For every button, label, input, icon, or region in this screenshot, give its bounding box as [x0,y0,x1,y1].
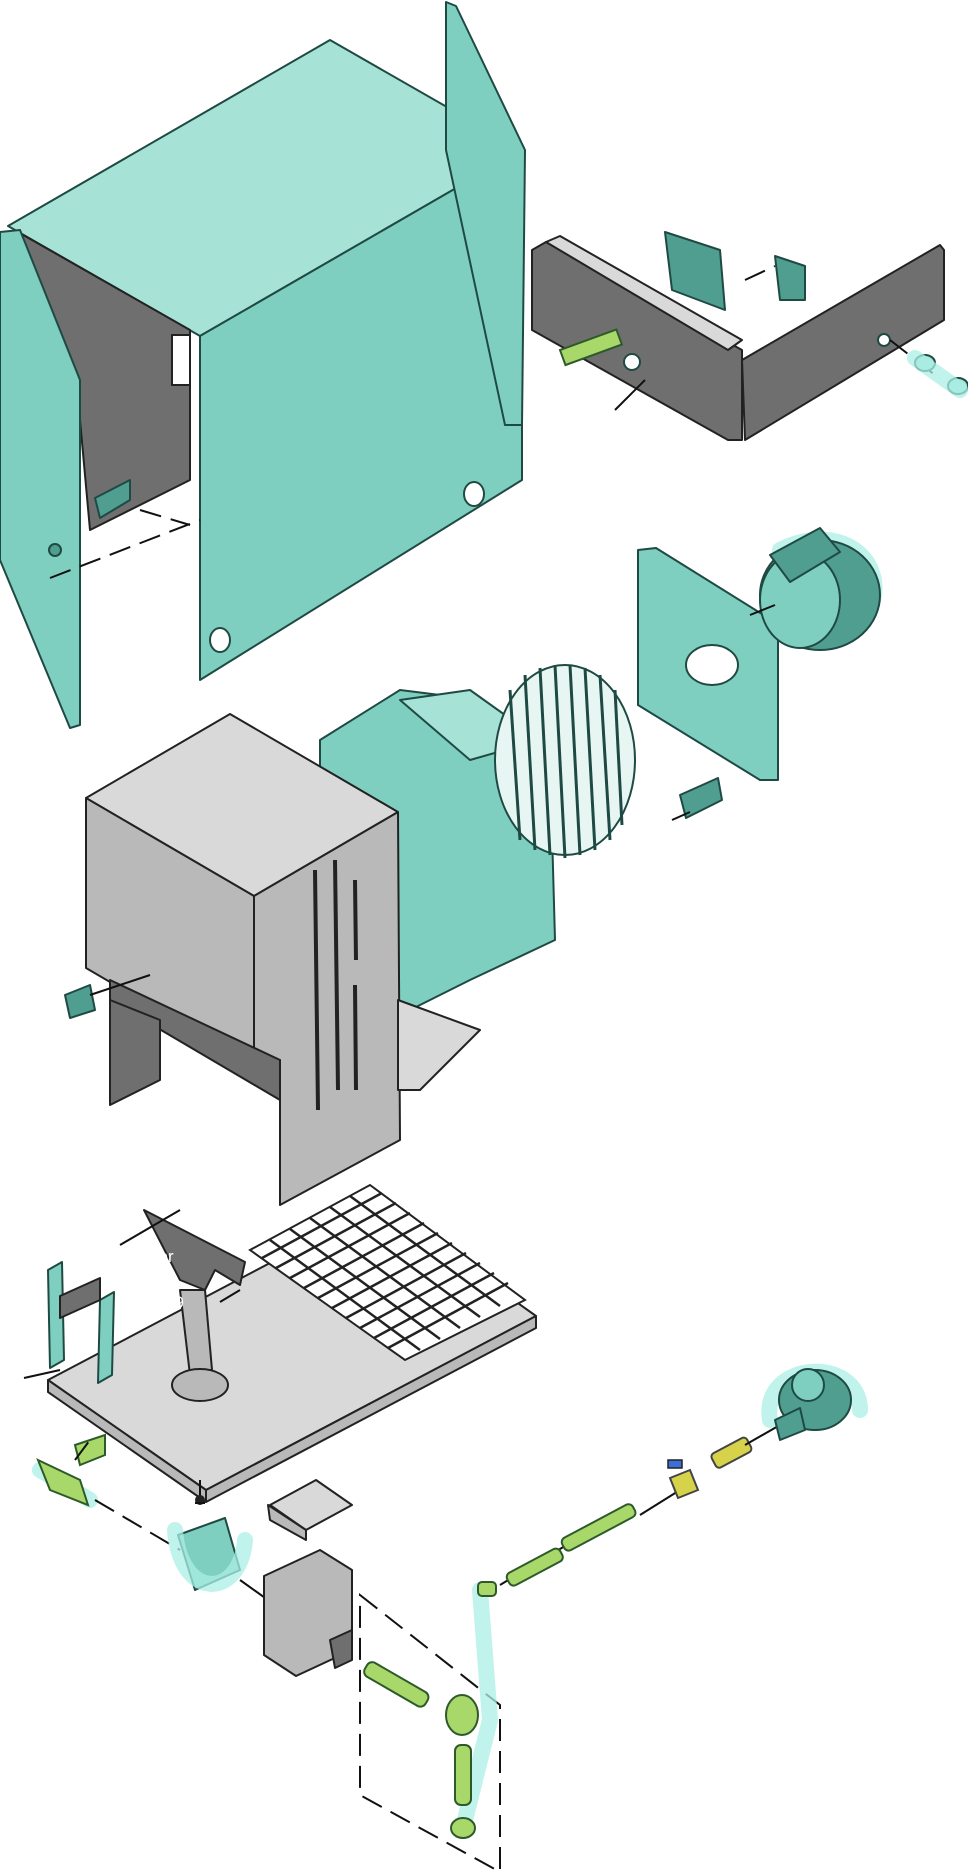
grille-opening [248,1183,527,1362]
limit-switch [64,984,96,1019]
control-rail-assembly [531,231,968,441]
igniter-label-line1: iter [150,1247,174,1266]
cabinet-enclosure [0,1,526,729]
control-box [263,1479,353,1677]
heat-exchanger-box [64,713,481,1206]
burner-base-tray: iter 01, 39 [23,1183,537,1503]
motor-mount-assembly [637,527,883,821]
gas-line-fittings [359,1363,868,1872]
assembly-leader-lines [74,1439,205,1505]
transformer-box [664,231,726,311]
igniter-label-line3: 39 [165,1293,184,1312]
igniter-label-line2: 01, [155,1270,179,1289]
gas-valve-assembly [32,1433,269,1601]
relay-switch [774,255,806,301]
